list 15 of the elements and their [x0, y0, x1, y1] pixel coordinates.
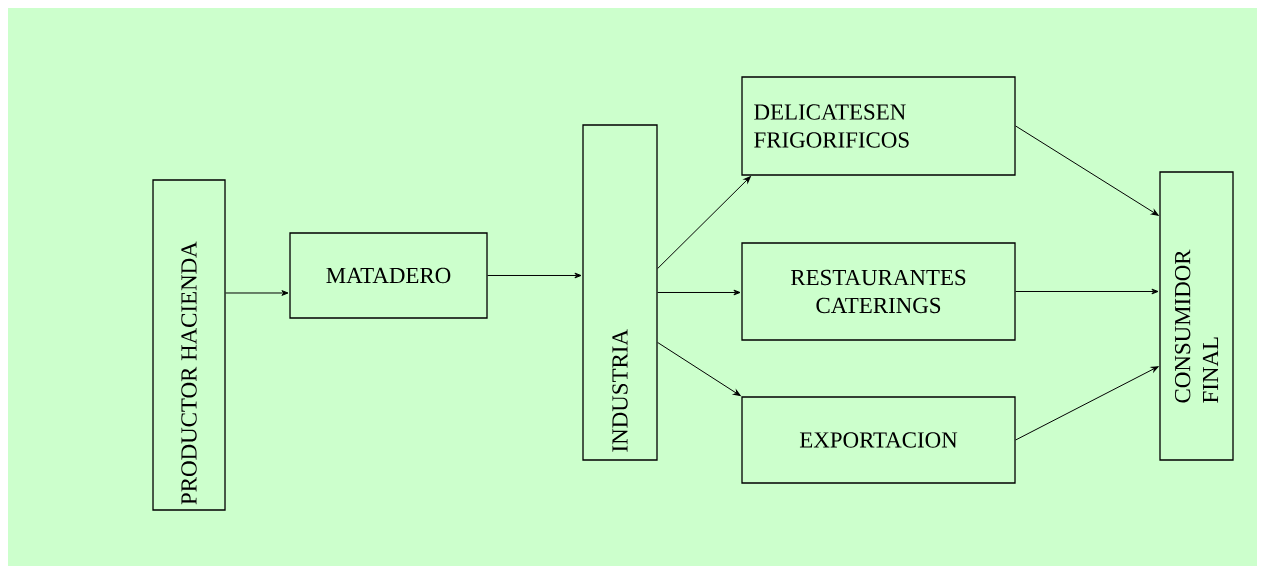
arrow: [657, 289, 741, 296]
process-box: RESTAURANTES CATERINGS: [741, 242, 1016, 341]
arrow: [657, 342, 741, 397]
process-box: CONSUMIDOR FINAL: [1159, 171, 1234, 461]
arrow: [487, 272, 582, 279]
arrow: [1015, 366, 1159, 441]
process-box: PRODUCTOR HACIENDA: [152, 179, 226, 511]
process-box: EXPORTACION: [741, 396, 1016, 484]
arrow: [225, 290, 289, 296]
arrow: [1015, 125, 1159, 216]
arrow: [657, 176, 751, 269]
process-box: DELICATESEN FRIGORIFICOS: [741, 76, 1016, 176]
process-box: MATADERO: [289, 232, 488, 319]
arrow: [1015, 288, 1159, 295]
process-box: INDUSTRIA: [582, 124, 658, 461]
